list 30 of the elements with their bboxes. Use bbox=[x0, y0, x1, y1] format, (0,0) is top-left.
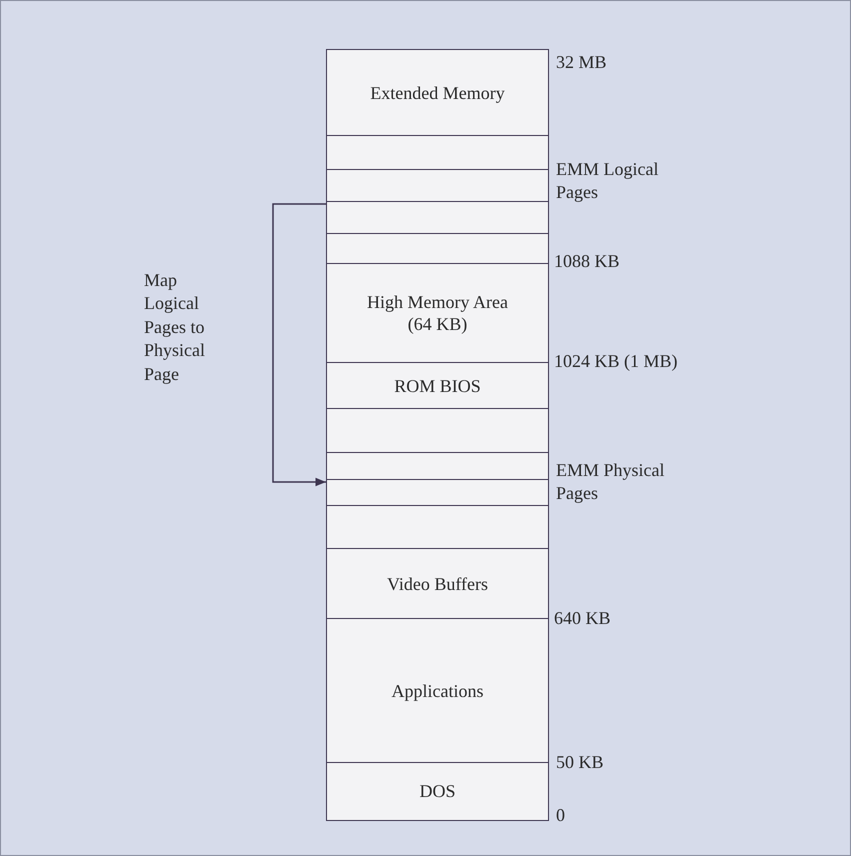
region-label: Applications bbox=[392, 680, 484, 702]
memory-region bbox=[326, 263, 549, 364]
memory-region bbox=[326, 362, 549, 410]
memory-page-slot bbox=[326, 233, 549, 264]
address-label: 640 KB bbox=[554, 607, 611, 630]
memory-region bbox=[326, 618, 549, 764]
address-label: 1024 KB (1 MB) bbox=[554, 350, 678, 373]
memory-page-slot bbox=[326, 505, 549, 550]
address-label: EMM Logical Pages bbox=[556, 158, 660, 204]
region-label: Video Buffers bbox=[386, 572, 488, 595]
memory-region bbox=[326, 49, 549, 136]
memory-page-slot bbox=[326, 408, 549, 454]
memory-page-slot bbox=[326, 169, 549, 202]
address-label: EMM Physical Pages bbox=[556, 459, 666, 506]
memory-region bbox=[326, 548, 549, 620]
address-label: 32 MB bbox=[556, 51, 607, 74]
memory-page-slot bbox=[326, 452, 549, 480]
memory-page-slot bbox=[326, 135, 549, 170]
region-label: DOS bbox=[419, 780, 456, 802]
memory-page-slot bbox=[326, 479, 549, 506]
edge-label: Map Logical Pages to Physical Page bbox=[144, 269, 206, 386]
region-label: Extended Memory bbox=[370, 82, 505, 104]
memory-page-slot bbox=[326, 201, 549, 234]
mapping-arrow bbox=[272, 203, 326, 486]
memory-region bbox=[326, 762, 549, 820]
address-label: 1088 KB bbox=[554, 250, 620, 273]
address-label: 0 bbox=[556, 804, 565, 827]
region-label: ROM BIOS bbox=[394, 374, 481, 397]
address-label: 50 KB bbox=[556, 751, 604, 774]
region-label: High Memory Area (64 KB) bbox=[366, 290, 509, 336]
